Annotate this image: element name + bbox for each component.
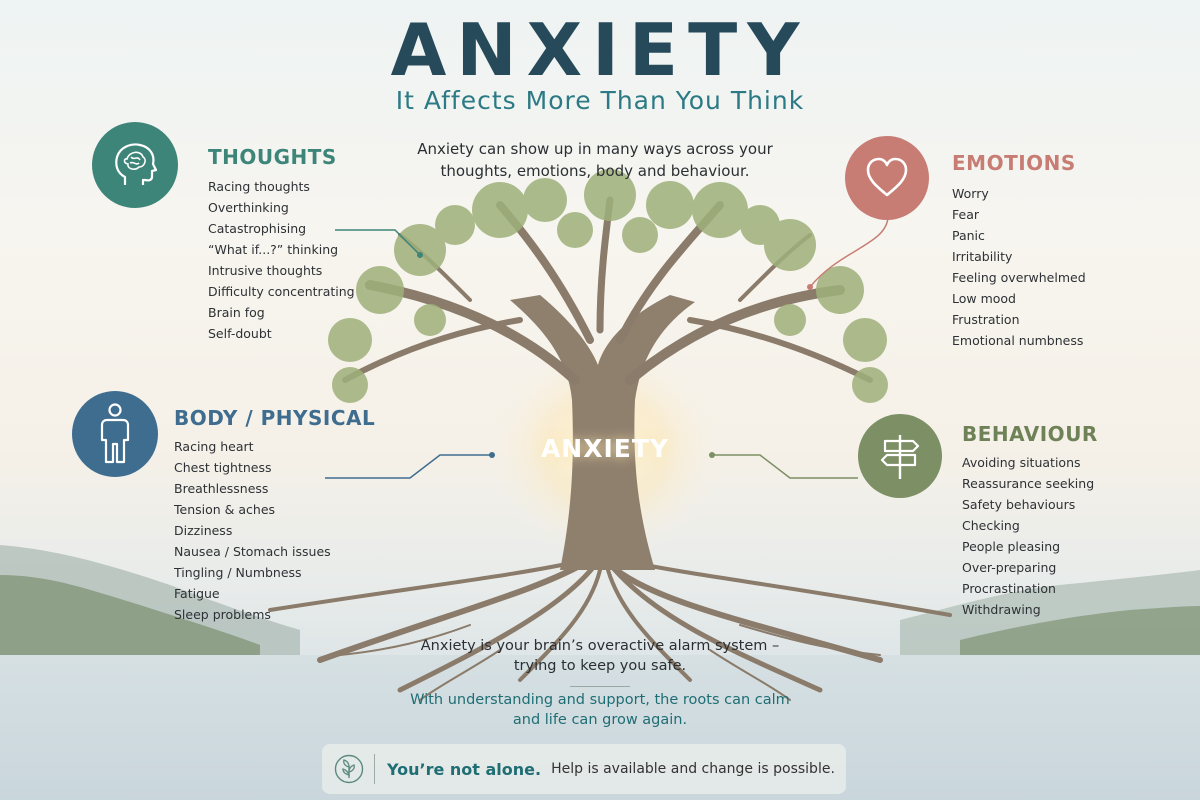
emotions-item: Panic: [952, 228, 985, 243]
behaviour-item: Avoiding situations: [962, 455, 1081, 470]
message-divider: [570, 686, 630, 687]
thoughts-item: Self-doubt: [208, 326, 272, 341]
heart-icon: [866, 157, 908, 197]
page-subtitle: It Affects More Than You Think: [395, 86, 805, 115]
thoughts-list: Racing thoughts Overthinking Catastrophi…: [208, 176, 355, 344]
footer-banner: You’re not alone. Help is available and …: [322, 744, 846, 794]
behaviour-item: Procrastination: [962, 581, 1056, 596]
body-item: Chest tightness: [174, 460, 272, 475]
thoughts-item: Brain fog: [208, 305, 265, 320]
head-brain-icon: [115, 143, 158, 185]
thoughts-item: Overthinking: [208, 200, 289, 215]
body-item: Tingling / Numbness: [174, 565, 302, 580]
emotions-item: Frustration: [952, 312, 1020, 327]
emotions-item: Fear: [952, 207, 979, 222]
thoughts-item: Catastrophising: [208, 221, 307, 236]
person-icon: [100, 403, 130, 464]
body-item: Tension & aches: [174, 502, 276, 517]
behaviour-item: Reassurance seeking: [962, 476, 1095, 491]
behaviour-item: People pleasing: [962, 539, 1061, 554]
body-item: Nausea / Stomach issues: [174, 544, 331, 559]
emotions-item: Feeling overwhelmed: [952, 270, 1086, 285]
leaf-icon: [334, 754, 364, 784]
thoughts-badge: [92, 122, 178, 208]
behaviour-list: Avoiding situations Reassurance seeking …: [962, 452, 1094, 620]
emotions-title: EMOTIONS: [952, 151, 1076, 175]
footer-headline: You’re not alone.: [387, 759, 542, 779]
emotions-list: Worry Fear Panic Irritability Feeling ov…: [952, 183, 1086, 351]
behaviour-item: Withdrawing: [962, 602, 1041, 617]
emotions-badge: [845, 136, 929, 220]
body-item: Sleep problems: [174, 607, 271, 622]
thoughts-title: THOUGHTS: [208, 145, 337, 169]
hope-message: With understanding and support, the root…: [410, 692, 790, 728]
alarm-message: Anxiety is your brain’s overactive alarm…: [420, 638, 780, 674]
body-item: Dizziness: [174, 523, 233, 538]
thoughts-item: “What if...?” thinking: [208, 242, 339, 257]
behaviour-item: Safety behaviours: [962, 497, 1076, 512]
body-list: Racing heart Chest tightness Breathlessn…: [174, 436, 331, 625]
body-title: BODY / PHYSICAL: [174, 406, 376, 430]
footer-text: Help is available and change is possible…: [551, 761, 835, 777]
body-item: Breathlessness: [174, 481, 269, 496]
signpost-icon: [880, 435, 920, 479]
thoughts-item: Intrusive thoughts: [208, 263, 323, 278]
behaviour-item: Checking: [962, 518, 1020, 533]
behaviour-item: Over-preparing: [962, 560, 1057, 575]
emotions-item: Worry: [952, 186, 989, 201]
thoughts-item: Racing thoughts: [208, 179, 310, 194]
behaviour-badge: [858, 414, 942, 498]
body-item: Fatigue: [174, 586, 220, 601]
body-badge: [72, 391, 158, 477]
emotions-item: Emotional numbness: [952, 333, 1084, 348]
intro-text: Anxiety can show up in many ways across …: [417, 140, 773, 180]
emotions-item: Low mood: [952, 291, 1016, 306]
emotions-item: Irritability: [952, 249, 1013, 264]
thoughts-item: Difficulty concentrating: [208, 284, 355, 299]
behaviour-title: BEHAVIOUR: [962, 422, 1098, 446]
footer-separator: [374, 754, 375, 784]
tree-label: ANXIETY: [540, 434, 670, 463]
body-item: Racing heart: [174, 439, 254, 454]
page-title: ANXIETY: [390, 8, 810, 92]
